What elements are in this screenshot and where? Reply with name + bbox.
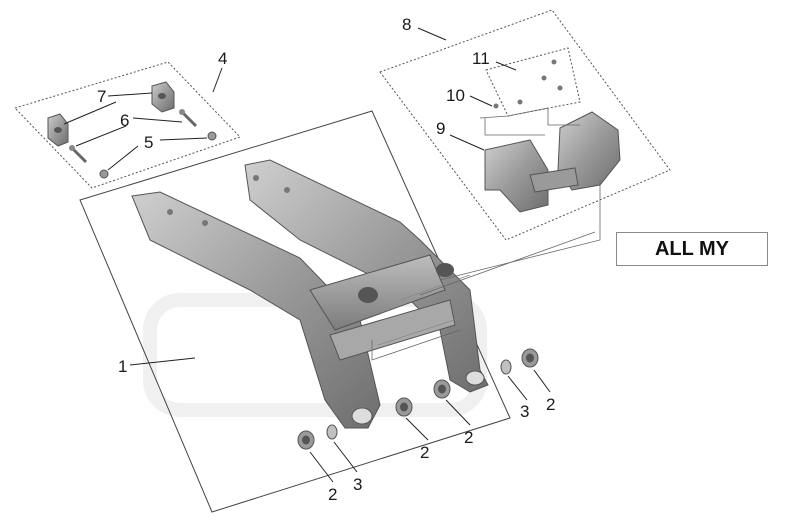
callout-3: 3 xyxy=(353,475,362,494)
callout-9: 9 xyxy=(436,119,445,138)
callout-labels: 1 2 2 2 2 3 3 4 5 6 7 8 9 10 11 xyxy=(97,15,555,504)
chain-guard-parts xyxy=(484,59,621,213)
callout-8: 8 xyxy=(402,15,411,34)
group-outline-screws xyxy=(485,47,581,117)
callout-10: 10 xyxy=(446,86,465,105)
bracket-parts xyxy=(47,81,217,179)
swingarm-part xyxy=(131,159,489,429)
bushing-parts xyxy=(297,348,539,450)
group-outline-swingarm xyxy=(79,110,511,513)
callout-2: 2 xyxy=(328,485,337,504)
model-year-badge: ALL MY xyxy=(616,232,768,266)
group-outline-bracket-kit xyxy=(14,61,241,189)
callout-5: 5 xyxy=(144,133,153,152)
leader-lines xyxy=(63,27,551,483)
callout-7: 7 xyxy=(97,87,106,106)
callout-2: 2 xyxy=(464,428,473,447)
callout-2: 2 xyxy=(546,395,555,414)
assembly-lines xyxy=(371,107,601,361)
callout-4: 4 xyxy=(218,49,227,68)
callout-6: 6 xyxy=(120,111,129,130)
callout-2: 2 xyxy=(420,443,429,462)
callout-11: 11 xyxy=(472,49,490,68)
group-outline-chain-guard xyxy=(379,9,671,241)
callout-1: 1 xyxy=(118,357,127,376)
callout-3: 3 xyxy=(520,402,529,421)
